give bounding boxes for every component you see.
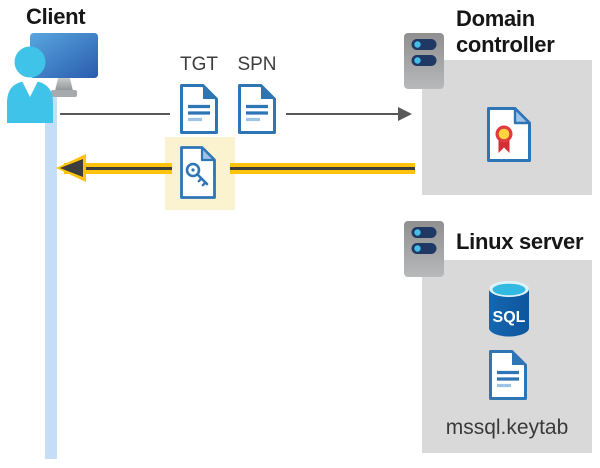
spn-document-icon <box>228 82 286 136</box>
keytab-label: mssql.keytab <box>445 416 569 439</box>
keytab-document-icon <box>489 350 527 400</box>
domain-controller-label: Domain controller <box>456 6 555 57</box>
tgt-label: TGT <box>180 54 218 75</box>
client-label: Client <box>26 4 86 29</box>
client-lifeline-bar <box>45 93 57 459</box>
spn-label: SPN <box>237 54 277 75</box>
person-icon <box>7 46 53 123</box>
server-icon <box>404 33 444 89</box>
response-arrowhead-icon <box>60 159 83 177</box>
sql-database-icon: SQL <box>489 281 529 337</box>
response-arrow-core <box>230 167 415 170</box>
certificate-icon <box>487 107 531 162</box>
linux-server-label: Linux server <box>456 229 584 254</box>
sql-badge-label: SQL <box>493 309 526 326</box>
response-arrow-core <box>84 167 172 170</box>
server-icon <box>404 221 444 277</box>
tgt-document-icon <box>170 82 228 136</box>
request-arrowhead-icon <box>398 107 412 121</box>
client-computer-icon <box>7 33 98 123</box>
key-ticket-document-icon <box>180 146 216 199</box>
